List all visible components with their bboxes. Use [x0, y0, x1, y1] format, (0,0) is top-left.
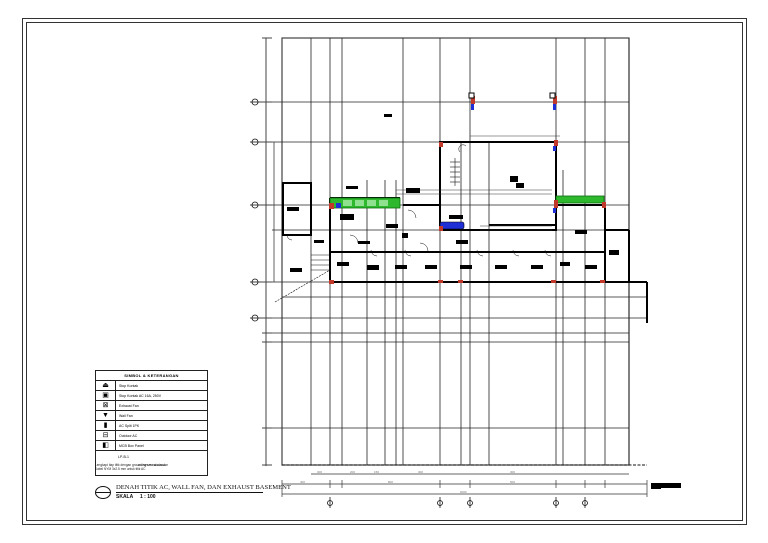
- stop-kontak-icon: ⏏: [96, 381, 116, 390]
- scale-value: 1 : 100: [140, 494, 156, 500]
- sheet-border-outer: [22, 18, 747, 525]
- legend-label: Exhaust Fan: [119, 403, 139, 408]
- legend-label: Wall Fan: [119, 413, 133, 418]
- legend-row: ▣ Stop Kontak AC 16A, 250V: [96, 391, 207, 401]
- drawing-scale: SKALA 1 : 100: [116, 494, 156, 500]
- legend-title: SIMBOL & KETERANGAN: [96, 371, 207, 381]
- dim-total-label: 6000: [460, 490, 467, 494]
- legend-label: Stop Kontak AC 16A, 250V: [119, 393, 162, 398]
- note-line: Lengkapi tiap titik dengan grounding ses…: [95, 463, 168, 467]
- note-line: Kabel NYM 3x2.5 mm untuk titik AC: [95, 467, 146, 471]
- ac-split-icon: ▮: [96, 421, 116, 430]
- legend-footer: LP-B-1 AC SPLIT / Wall Fan: [96, 451, 207, 475]
- stairs: [274, 158, 460, 303]
- dim-label: 400: [300, 480, 306, 484]
- title-marker-icon: [95, 486, 111, 499]
- sheet-border-inner: [26, 22, 743, 521]
- stop-kontak-ac-icon: ▣: [96, 391, 116, 400]
- drawing-title: DENAH TITIK AC, WALL FAN, DAN EXHAUST BA…: [116, 484, 291, 493]
- room-labels: [287, 114, 619, 272]
- green-duct-east: [555, 195, 605, 204]
- dim-label: 300: [317, 470, 323, 474]
- legend-row: ⏏ Stop Kontak: [96, 381, 207, 391]
- scale-label: SKALA: [116, 494, 134, 500]
- mcb-box-icon: ◧: [96, 441, 116, 450]
- building-walls: [282, 141, 648, 323]
- blue-duct: [439, 221, 465, 230]
- legend-label: AC Split 1PK: [119, 423, 140, 428]
- bottom-axis-bubbles: [327, 497, 588, 508]
- legend-row: ◧ MCB Box Panel: [96, 441, 207, 451]
- legend-row: ⊟ Outdoor AC: [96, 431, 207, 441]
- legend-table: SIMBOL & KETERANGAN ⏏ Stop Kontak ▣ Stop…: [95, 370, 208, 476]
- left-axis-bubbles: [250, 98, 262, 322]
- legend-footer-code: LP-B-1: [118, 455, 129, 459]
- legend-row: ▮ AC Split 1PK: [96, 421, 207, 431]
- legend-label: MCB Box Panel: [119, 443, 144, 448]
- legend-row: ⊠ Exhaust Fan: [96, 401, 207, 411]
- legend-footer-note: AC SPLIT / Wall Fan: [138, 463, 166, 467]
- columns: [329, 96, 606, 284]
- dimension-end-tag: [651, 483, 681, 488]
- exhaust-fan-icon: ⊠: [96, 401, 116, 410]
- general-notes: Lengkapi tiap titik dengan grounding ses…: [95, 463, 168, 471]
- doors: [286, 144, 552, 257]
- wall-fan-icon: ▼: [96, 411, 116, 420]
- dimension-end-tag-sub: [651, 486, 661, 489]
- dim-label: 300: [510, 470, 516, 474]
- dim-label: 800: [388, 480, 394, 484]
- legend-label: Outdoor AC: [119, 433, 138, 438]
- dim-label: 150: [374, 470, 380, 474]
- dim-label: 500: [510, 480, 516, 484]
- left-dimension-chain: [262, 37, 275, 466]
- legend-row: ▼ Wall Fan: [96, 411, 207, 421]
- dim-label: 200: [350, 470, 356, 474]
- dim-label: 300: [418, 470, 424, 474]
- outdoor-ac-icon: ⊟: [96, 431, 116, 440]
- legend-label: Stop Kontak: [119, 383, 139, 388]
- bottom-dimension-chain: [281, 473, 648, 497]
